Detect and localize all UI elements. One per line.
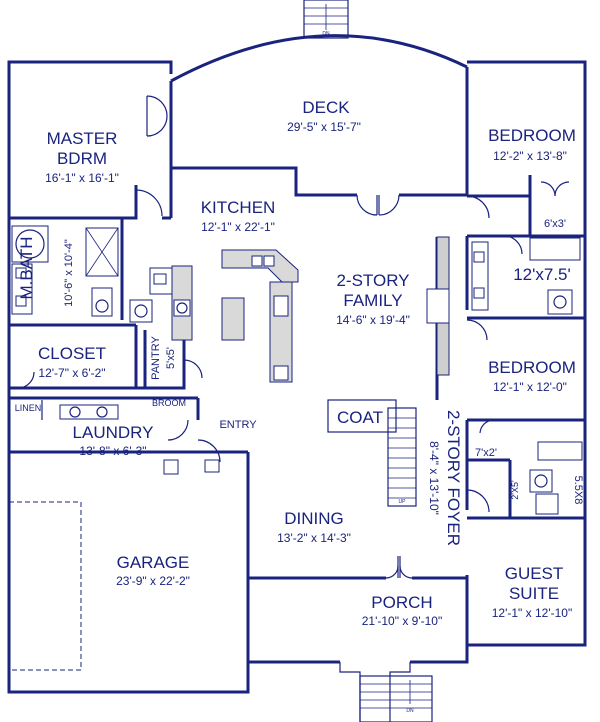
family-name-2: FAMILY	[343, 291, 402, 310]
laundry-name: LAUNDRY	[73, 423, 154, 442]
kitchen-name: KITCHEN	[201, 198, 276, 217]
room-labels: DECK 29'-5" x 15'-7" MASTER BDRM 16'-1" …	[15, 98, 584, 628]
bedroom1-name: BEDROOM	[488, 126, 576, 145]
stair-dn-bottom-label: DN	[406, 708, 414, 714]
garage-name: GARAGE	[117, 553, 190, 572]
fireplace	[426, 236, 450, 376]
family-dims: 14'-6" x 19'-4"	[336, 313, 410, 327]
closet-7x2-dims: 7'x2'	[475, 447, 497, 459]
deck-name: DECK	[302, 98, 350, 117]
bath2-dims: 12'x7.5'	[513, 265, 571, 284]
front-steps: DN	[339, 662, 433, 722]
guest-dims: 12'-1" x 12'-10"	[492, 606, 572, 620]
bedroom2-name: BEDROOM	[488, 358, 576, 377]
pantry-dims: 5'x5'	[165, 347, 177, 369]
porch-name: PORCH	[371, 593, 432, 612]
deck-outline	[169, 34, 469, 196]
laundry-dims: 13'-8" x 6'-3"	[79, 444, 146, 458]
pantry-name: PANTRY	[150, 336, 162, 380]
garage-door	[8, 501, 82, 671]
guest-name-2: SUITE	[509, 584, 559, 603]
closet-2x5-dims: 2'X5'	[510, 480, 520, 500]
stair-dn-top-label: DN	[322, 31, 330, 37]
kitchen-dims: 12'-1" x 22'-1"	[201, 220, 275, 234]
foyer-name: 2-STORY FOYER	[444, 410, 463, 546]
guest-bath-fixtures	[529, 441, 583, 515]
bath2-fixtures	[471, 237, 581, 315]
interior-walls	[7, 175, 585, 580]
laundry-fixtures	[41, 400, 220, 475]
mbath-dims: 10'-6" x 10'-4"	[63, 239, 75, 307]
porch-dims: 21'-10" x 9'-10"	[362, 614, 442, 628]
dining-dims: 13'-2" x 14'-3"	[277, 531, 351, 545]
entry-name: ENTRY	[219, 419, 257, 431]
stair-up-label: UP	[399, 499, 407, 505]
main-stair: UP	[327, 399, 417, 507]
master-bath-fixtures	[11, 225, 119, 317]
deck-dims: 29'-5" x 15'-7"	[287, 120, 361, 134]
closet-5-5x8-dims: 5.5X8	[572, 476, 584, 505]
guest-name-1: GUEST	[505, 564, 564, 583]
exterior-walls	[7, 60, 587, 694]
master-dims: 16'-1" x 16'-1"	[45, 171, 119, 185]
master-name-1: MASTER	[47, 129, 118, 148]
doors	[17, 95, 570, 579]
coat-name: COAT	[337, 408, 383, 427]
master-name-2: BDRM	[57, 149, 107, 168]
broom-name: BROOM	[152, 398, 186, 408]
kitchen-fixtures	[129, 249, 299, 383]
mbath-name: M.BATH	[17, 237, 36, 300]
deck-stair: DN	[303, 0, 349, 39]
linen-name: LINEN	[15, 403, 42, 413]
family-name-1: 2-STORY	[336, 271, 409, 290]
bedroom2-dims: 12'-1" x 12'-0"	[493, 380, 567, 394]
bedroom1-dims: 12'-2" x 13'-8"	[493, 149, 567, 163]
closet-6x3-dims: 6'x3'	[544, 218, 566, 230]
dining-name: DINING	[284, 509, 344, 528]
closet-name: CLOSET	[38, 344, 106, 363]
closet-dims: 12'-7" x 6'-2"	[38, 366, 105, 380]
garage-dims: 23'-9" x 22'-2"	[116, 574, 190, 588]
foyer-dims: 8'-4" x 13'-10"	[427, 441, 441, 515]
